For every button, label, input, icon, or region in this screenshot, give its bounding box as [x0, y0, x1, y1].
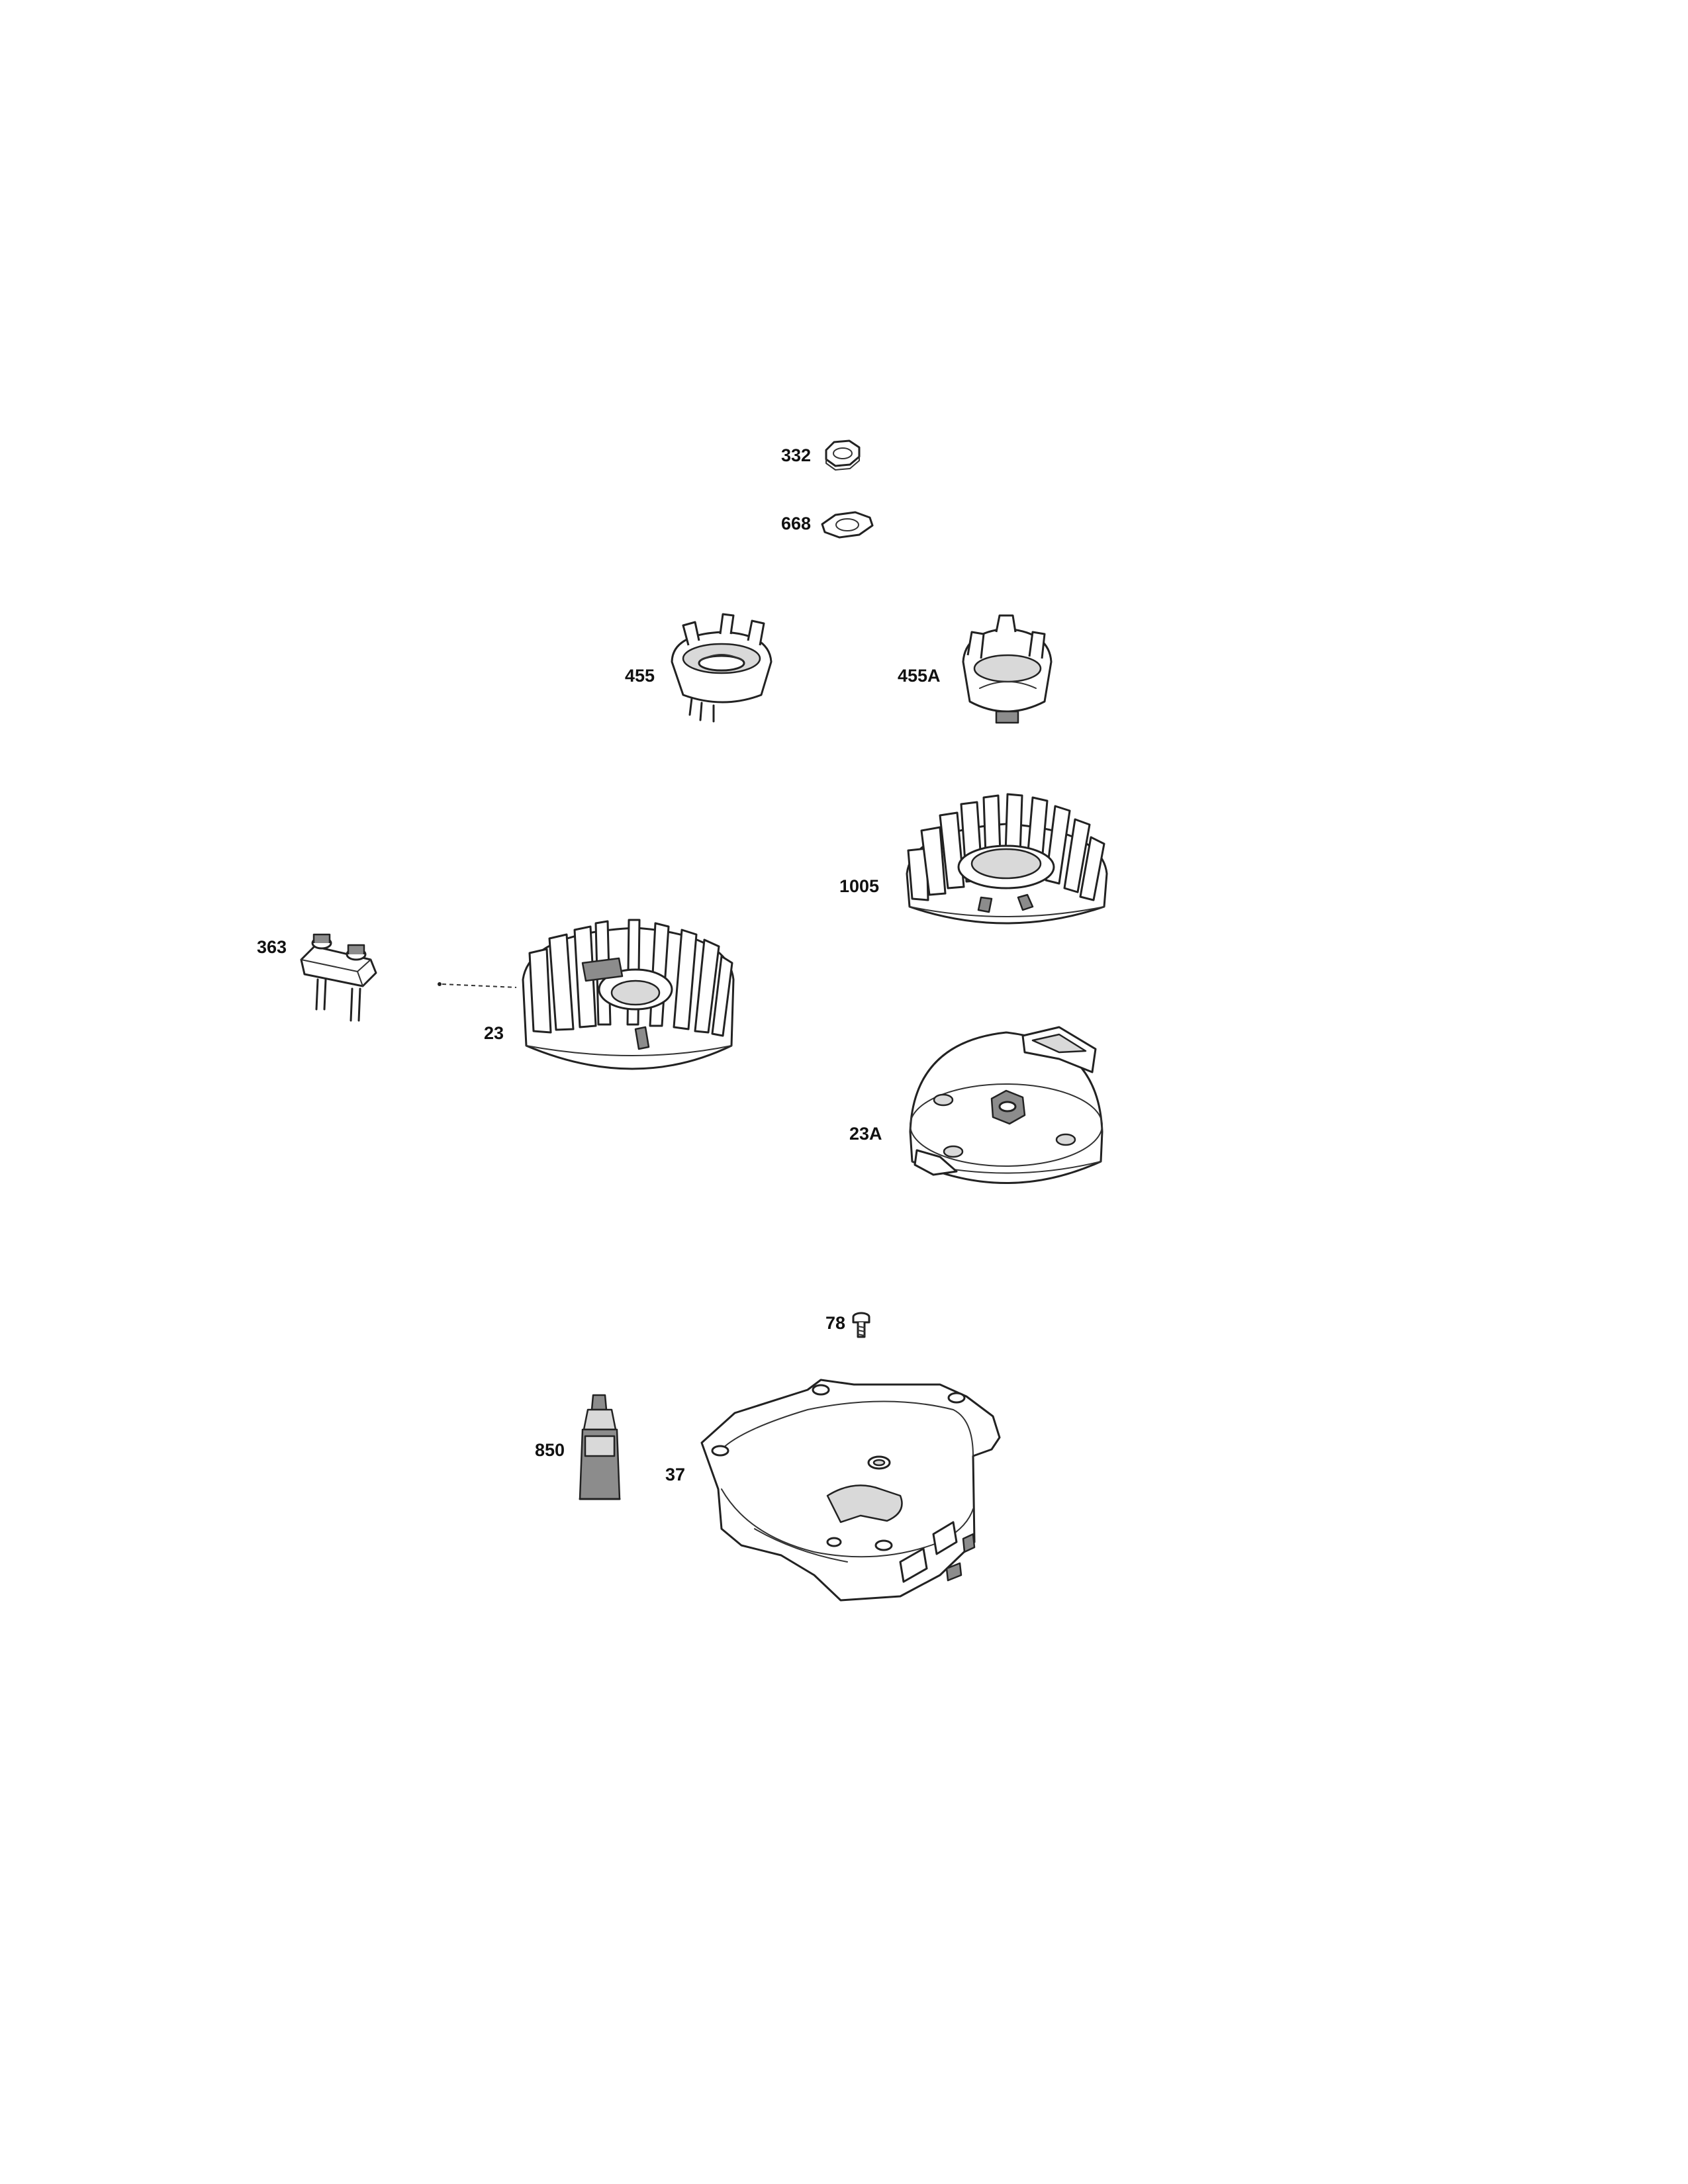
key-screw-icon	[300, 933, 377, 1022]
hex-nut-icon	[825, 439, 861, 471]
part-455-label: 455	[625, 666, 655, 686]
part-23-label: 23	[484, 1023, 504, 1043]
flywheel-icon	[522, 919, 735, 1070]
part-363-label: 363	[257, 937, 287, 957]
starter-cup-icon	[671, 613, 773, 723]
part-668-label: 668	[781, 514, 811, 533]
part-78-label: 78	[825, 1313, 845, 1333]
part-37-label: 37	[665, 1465, 685, 1484]
leader-line	[438, 982, 517, 988]
screw-icon	[852, 1312, 870, 1338]
housing-icon	[700, 1379, 1001, 1602]
part-850-label: 850	[535, 1440, 565, 1460]
part-668: 668	[781, 511, 874, 539]
part-455: 455	[625, 613, 773, 723]
washer-icon	[821, 511, 874, 539]
part-332-label: 332	[781, 445, 811, 465]
part-23A-label: 23A	[849, 1124, 882, 1144]
tube-icon	[579, 1394, 621, 1500]
part-850: 850	[535, 1394, 621, 1500]
part-37: 37	[665, 1379, 1001, 1602]
flywheel-icon	[909, 1026, 1103, 1184]
part-78: 78	[825, 1312, 870, 1338]
part-455A: 455A	[898, 614, 1053, 724]
starter-cup-icon	[962, 614, 1053, 724]
part-363: 363	[257, 933, 517, 1022]
part-332: 332	[781, 439, 861, 471]
fan-icon	[906, 793, 1108, 925]
part-23: 23	[484, 919, 735, 1070]
part-1005-label: 1005	[839, 876, 879, 896]
part-1005: 1005	[839, 793, 1108, 925]
part-455A-label: 455A	[898, 666, 941, 686]
part-23A: 23A	[849, 1026, 1103, 1184]
